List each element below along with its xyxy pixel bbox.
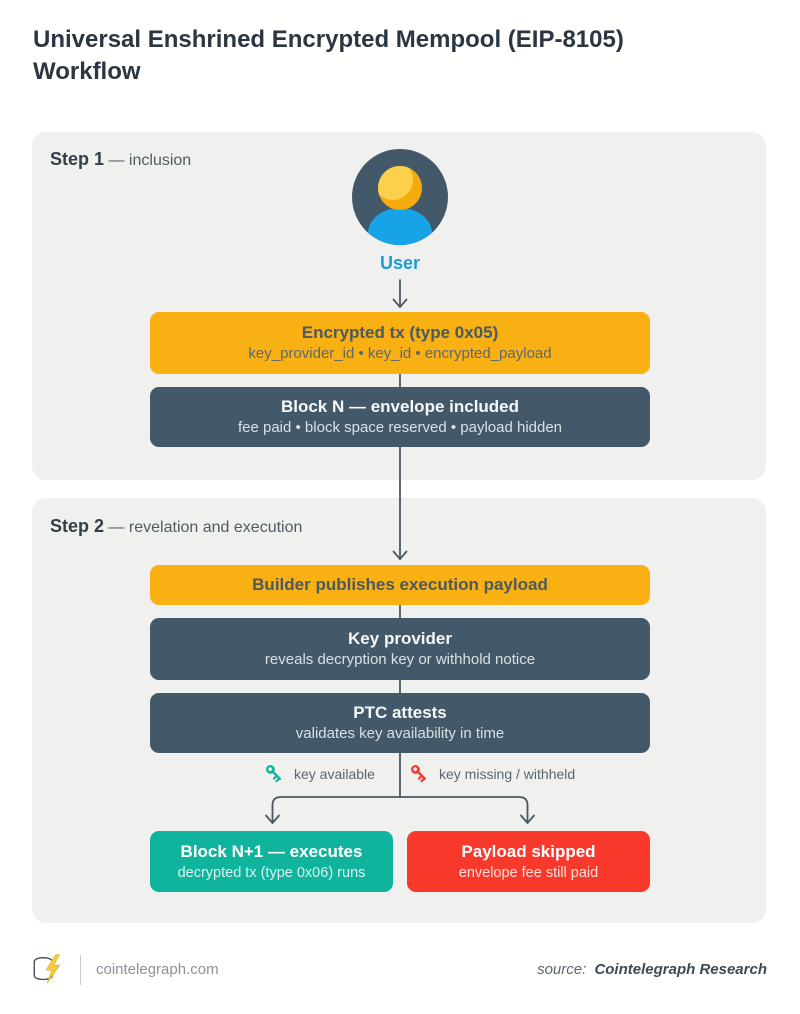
- flow-box-title: Key provider: [348, 629, 452, 649]
- flow-box-subtitle: validates key availability in time: [295, 725, 505, 743]
- branch-label-text: key available: [294, 765, 375, 782]
- flow-box-payload-skipped: Payload skipped envelope fee still paid: [407, 831, 650, 892]
- key-icon: [411, 765, 427, 783]
- source-credit: source: Cointelegraph Research: [537, 961, 767, 978]
- flow-box-builder-publishes: Builder publishes execution payload: [150, 565, 650, 605]
- flow-box-title: Builder publishes execution payload: [252, 574, 548, 594]
- source-prefix: source:: [537, 961, 587, 978]
- flow-box-title: Block N — envelope included: [280, 397, 520, 417]
- flow-box-key-provider: Key provider reveals decryption key or w…: [150, 618, 650, 680]
- step2-label-sub: — revelation and execution: [108, 519, 303, 536]
- flow-box-title: Block N+1 — executes: [180, 841, 363, 861]
- cointelegraph-coin-lightning-logo-icon: [30, 950, 68, 990]
- step1-label-strong: Step 1: [50, 149, 105, 169]
- flow-box-block-n1-executes: Block N+1 — executes decrypted tx (type …: [150, 831, 393, 892]
- flow-box-block-n: Block N — envelope included fee paid • b…: [150, 387, 650, 447]
- flow-box-subtitle: envelope fee still paid: [458, 864, 599, 881]
- branch-label-key-available: key available: [263, 762, 375, 785]
- user-label: User: [379, 253, 421, 273]
- step1-label: Step 1 — inclusion: [50, 149, 191, 170]
- flow-box-subtitle: decrypted tx (type 0x06) runs: [177, 864, 366, 881]
- branch-label-text: key missing / withheld: [439, 765, 576, 782]
- flow-box-title: Payload skipped: [461, 841, 596, 861]
- step2-label: Step 2 — revelation and execution: [50, 516, 302, 537]
- flow-box-ptc-attests: PTC attests validates key availability i…: [150, 693, 650, 753]
- page-title: Universal Enshrined Encrypted Mempool (E…: [33, 26, 624, 85]
- step1-label-sub: — inclusion: [108, 152, 192, 169]
- user-avatar-icon: [352, 149, 448, 245]
- flow-box-title: PTC attests: [353, 703, 447, 723]
- flow-box-title: Encrypted tx (type 0x05): [301, 323, 499, 343]
- flow-box-subtitle: key_provider_id • key_id • encrypted_pay…: [248, 345, 552, 363]
- step2-label-strong: Step 2: [50, 516, 105, 536]
- footer-site-link[interactable]: cointelegraph.com: [96, 961, 219, 978]
- flow-box-subtitle: reveals decryption key or withhold notic…: [264, 651, 536, 669]
- flow-box-encrypted-tx: Encrypted tx (type 0x05) key_provider_id…: [150, 312, 650, 374]
- branch-label-key-missing: key missing / withheld: [408, 762, 575, 785]
- footer-divider: [80, 955, 81, 985]
- source-name: Cointelegraph Research: [594, 961, 767, 978]
- flow-box-subtitle: fee paid • block space reserved • payloa…: [237, 419, 563, 437]
- key-icon: [266, 765, 282, 783]
